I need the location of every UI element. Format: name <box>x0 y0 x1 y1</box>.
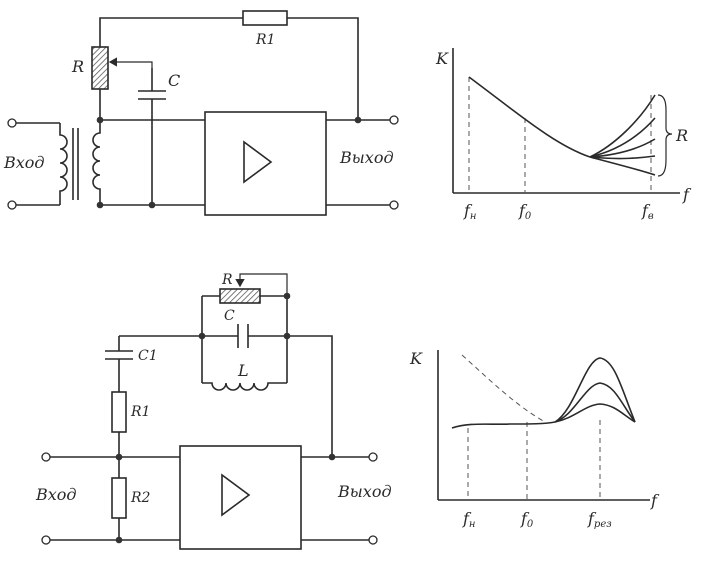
junction-dot <box>115 536 123 544</box>
resistor-r1-bottom <box>111 391 127 433</box>
junction-dot <box>354 116 362 124</box>
junction-dot <box>96 116 104 124</box>
response-curve-5 <box>589 156 656 176</box>
resistor-r1-label: R1 <box>255 32 275 48</box>
junction-dot <box>115 453 123 461</box>
capacitor-c-label: C <box>168 71 180 90</box>
circuit-bottom: Вход Выход R C C1 L R1 R2 <box>35 272 392 550</box>
input-terminal <box>41 452 51 462</box>
resonance-peak-1 <box>554 357 636 423</box>
resistor-r-label-bottom: R <box>221 272 233 288</box>
fo-label-bottom: f0 <box>520 509 534 530</box>
response-curve-1 <box>589 94 656 158</box>
x-axis-label-top: f <box>682 185 692 204</box>
amplifier-block-bottom <box>179 445 302 550</box>
resistor-r1 <box>242 10 288 26</box>
resistor-r1-label-bottom: R1 <box>130 404 150 420</box>
graph-top: R K f fн f0 fв <box>435 48 692 222</box>
resistor-r2-bottom <box>111 477 127 519</box>
brace-r-label: R <box>675 126 688 145</box>
response-curve-3 <box>589 138 656 158</box>
y-axis-label-bottom: K <box>409 349 423 368</box>
variable-resistor-r <box>91 46 109 90</box>
input-label-top: Вход <box>3 153 45 172</box>
wire-r1-right <box>287 17 359 120</box>
uncorrected-curve <box>461 354 546 423</box>
capacitor-c <box>138 90 166 100</box>
junction-dot <box>283 292 291 300</box>
junction-dot <box>328 453 336 461</box>
input-terminal <box>41 535 51 545</box>
circuit-top: Вход Выход R R1 C <box>3 10 399 216</box>
output-label-top: Выход <box>339 148 394 167</box>
output-label-bottom: Выход <box>337 482 392 501</box>
input-label-bottom: Вход <box>35 485 77 504</box>
junction-dot <box>283 332 291 340</box>
inductor-l-label: L <box>237 361 249 380</box>
wire-r1-left <box>99 17 243 47</box>
transformer-secondary <box>92 120 101 205</box>
output-terminal <box>389 115 399 125</box>
output-terminal <box>389 200 399 210</box>
flat-response-base <box>451 421 556 429</box>
transformer-primary <box>59 123 68 205</box>
capacitor-c-bottom <box>237 324 249 348</box>
response-curve-4 <box>589 155 656 160</box>
wiper-arrow <box>108 57 153 68</box>
resistor-r2-label-bottom: R2 <box>130 490 151 506</box>
fv-label-top: fв <box>641 201 654 222</box>
output-terminal <box>368 452 378 462</box>
x-axis-label-bottom: f <box>650 491 660 510</box>
y-axis-label-top: K <box>435 49 449 68</box>
input-terminal <box>7 200 17 210</box>
capacitor-c1-label: C1 <box>138 348 158 364</box>
response-curve-main <box>468 76 591 158</box>
curve-brace <box>657 94 673 177</box>
output-terminal <box>368 535 378 545</box>
amplifier-triangle-top <box>243 140 273 184</box>
amplifier-triangle-bottom <box>221 473 251 517</box>
variable-resistor-r-bottom <box>219 288 261 304</box>
junction-dot <box>148 201 156 209</box>
resonance-peak-3 <box>554 403 636 423</box>
inductor-l <box>202 382 287 391</box>
resistor-r-label: R <box>71 57 84 76</box>
graph-bottom: K f fн f0 fрез <box>409 349 660 530</box>
fres-label-bottom: fрез <box>587 509 612 530</box>
capacitor-c1 <box>105 350 133 360</box>
wire-feedback-out <box>287 335 333 457</box>
transformer-core <box>72 128 79 200</box>
resonance-peak-2 <box>554 382 636 423</box>
amplifier-block-top <box>204 111 327 216</box>
junction-dot <box>96 201 104 209</box>
junction-dot <box>198 332 206 340</box>
response-curve-2 <box>589 117 656 158</box>
fn-label-bottom: fн <box>462 509 476 530</box>
fo-label-top: f0 <box>518 201 532 222</box>
capacitor-c-label-bottom: C <box>224 308 235 324</box>
fn-label-top: fн <box>463 201 477 222</box>
wiper-loop <box>235 273 288 296</box>
input-terminal <box>7 118 17 128</box>
